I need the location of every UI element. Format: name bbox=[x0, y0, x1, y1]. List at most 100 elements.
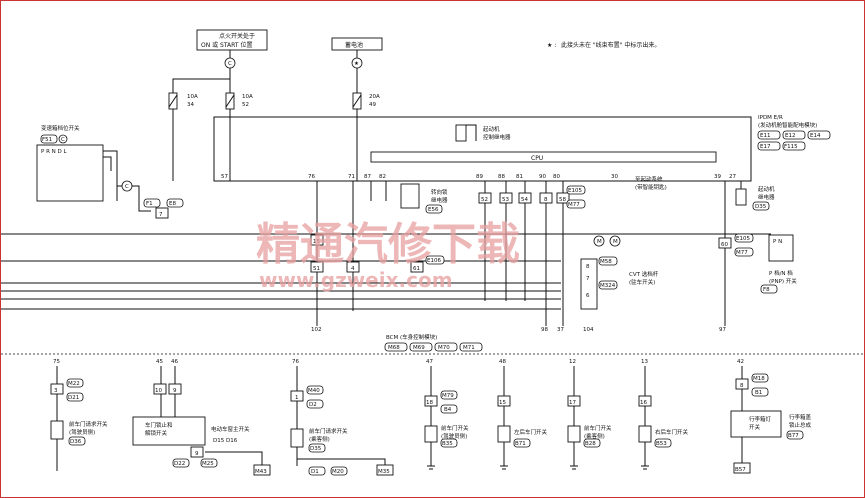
svg-text:M43: M43 bbox=[255, 469, 267, 475]
svg-text:E17: E17 bbox=[760, 144, 771, 150]
svg-text:E14: E14 bbox=[810, 133, 821, 139]
svg-text:行李箱灯: 行李箱灯 bbox=[749, 415, 772, 423]
svg-text:M71: M71 bbox=[463, 345, 475, 351]
svg-text:M18: M18 bbox=[753, 376, 765, 382]
svg-text:82: 82 bbox=[379, 174, 386, 180]
svg-text:45: 45 bbox=[156, 359, 163, 365]
svg-text:18: 18 bbox=[426, 400, 433, 406]
svg-text:F1: F1 bbox=[146, 201, 153, 207]
svg-text:90: 90 bbox=[539, 174, 546, 180]
battery-label: 蓄电池 bbox=[345, 41, 363, 49]
svg-text:12: 12 bbox=[569, 359, 576, 365]
svg-text:37: 37 bbox=[557, 327, 564, 333]
svg-text:61: 61 bbox=[413, 266, 420, 272]
svg-text:解锁开关: 解锁开关 bbox=[145, 429, 168, 437]
pnp-switch bbox=[768, 234, 794, 262]
svg-text:D35: D35 bbox=[310, 446, 322, 452]
svg-text:M68: M68 bbox=[388, 345, 400, 351]
svg-text:M: M bbox=[597, 239, 602, 245]
svg-text:97: 97 bbox=[719, 327, 726, 333]
note-marker: ★ : bbox=[547, 42, 556, 49]
note-text: 此接头未在 "线束布置" 中标示出来。 bbox=[561, 41, 660, 49]
svg-text:变速箱档位开关: 变速箱档位开关 bbox=[41, 124, 80, 132]
pin-boxes: 52 53 54 8 58 15 51 4 61 60 bbox=[310, 192, 732, 273]
svg-text:前车门请求开关: 前车门请求开关 bbox=[309, 427, 348, 435]
svg-text:D35: D35 bbox=[755, 204, 767, 210]
svg-text:M69: M69 bbox=[413, 345, 425, 351]
svg-text:前车门请求开关: 前车门请求开关 bbox=[69, 420, 108, 428]
svg-text:16: 16 bbox=[640, 400, 647, 406]
svg-text:42: 42 bbox=[737, 359, 744, 365]
svg-text:(发动机舱智能配电模块): (发动机舱智能配电模块) bbox=[758, 121, 817, 129]
svg-text:8: 8 bbox=[586, 264, 590, 270]
svg-text:CVT 选档杆: CVT 选档杆 bbox=[629, 270, 659, 278]
svg-text:104: 104 bbox=[583, 327, 594, 333]
svg-text:75: 75 bbox=[53, 359, 60, 365]
switch-rear-left: 左后车门开关 B71 bbox=[497, 425, 548, 448]
svg-text:(乘客侧): (乘客侧) bbox=[309, 435, 330, 443]
ignition-state: ON 或 START 位置 bbox=[201, 41, 252, 49]
svg-text:P 档/N 档: P 档/N 档 bbox=[769, 269, 793, 277]
svg-text:车门锁止和: 车门锁止和 bbox=[145, 421, 173, 429]
svg-text:53: 53 bbox=[502, 197, 509, 203]
svg-text:58: 58 bbox=[559, 197, 566, 203]
wire-numbers: 57 76 71 87 82 89 88 81 90 80 30 39 27 bbox=[221, 174, 736, 180]
svg-text:M70: M70 bbox=[438, 345, 450, 351]
svg-text:前车门开关: 前车门开关 bbox=[584, 424, 612, 432]
switch-driver-request: 前车门请求开关 (驾驶员侧) D36 bbox=[50, 420, 108, 446]
svg-text:48: 48 bbox=[499, 359, 506, 365]
cvt-park-switch bbox=[580, 258, 598, 310]
steering-lock-relay bbox=[400, 183, 420, 209]
svg-text:9: 9 bbox=[195, 451, 199, 457]
svg-text:30: 30 bbox=[611, 174, 618, 180]
svg-text:M79: M79 bbox=[442, 393, 454, 399]
svg-text:D36: D36 bbox=[70, 439, 82, 445]
svg-text:M77: M77 bbox=[736, 250, 748, 256]
trans-range-switch: 变速箱档位开关 F51 C P R N D L bbox=[36, 124, 118, 202]
svg-text:8: 8 bbox=[544, 197, 548, 203]
svg-text:(PNP) 开关: (PNP) 开关 bbox=[769, 277, 797, 285]
watermark-url: www.gzweix.com bbox=[259, 268, 453, 292]
svg-text:F115: F115 bbox=[784, 144, 798, 150]
svg-text:左后车门开关: 左后车门开关 bbox=[514, 428, 548, 436]
svg-text:C: C bbox=[125, 184, 129, 190]
svg-text:M: M bbox=[613, 239, 618, 245]
svg-text:D15 D16: D15 D16 bbox=[213, 438, 238, 444]
svg-text:81: 81 bbox=[516, 174, 523, 180]
cpu-label: CPU bbox=[531, 155, 543, 162]
svg-text:IPDM E/R: IPDM E/R bbox=[758, 115, 783, 121]
svg-text:20A: 20A bbox=[369, 94, 380, 100]
svg-text:C: C bbox=[61, 137, 65, 143]
svg-text:★: ★ bbox=[354, 61, 359, 67]
svg-text:15: 15 bbox=[499, 400, 506, 406]
svg-text:P N: P N bbox=[773, 239, 782, 245]
svg-text:10A: 10A bbox=[242, 94, 253, 100]
svg-text:80: 80 bbox=[553, 174, 560, 180]
svg-text:57: 57 bbox=[221, 174, 228, 180]
svg-text:71: 71 bbox=[348, 174, 355, 180]
svg-text:E105: E105 bbox=[736, 236, 750, 242]
starter-relay bbox=[735, 188, 747, 206]
svg-text:6: 6 bbox=[586, 293, 590, 299]
trunk-lamp-switch: 行李箱灯 开关 行李箱盖 锁止总成 B77 B57 bbox=[730, 410, 812, 474]
svg-text:锁止总成: 锁止总成 bbox=[789, 421, 812, 429]
svg-text:M77: M77 bbox=[568, 202, 580, 208]
svg-text:(驻车开关): (驻车开关) bbox=[629, 278, 655, 286]
svg-text:M22: M22 bbox=[68, 381, 80, 387]
svg-text:F51: F51 bbox=[42, 137, 52, 143]
svg-text:继电器: 继电器 bbox=[431, 196, 448, 204]
svg-text:转向锁: 转向锁 bbox=[431, 188, 448, 196]
svg-text:(驾驶员侧): (驾驶员侧) bbox=[441, 432, 467, 440]
svg-text:M35: M35 bbox=[378, 469, 390, 475]
svg-text:98: 98 bbox=[541, 327, 548, 333]
svg-text:B4: B4 bbox=[444, 407, 452, 413]
svg-text:B71: B71 bbox=[515, 441, 526, 447]
svg-text:52: 52 bbox=[481, 197, 488, 203]
svg-text:7: 7 bbox=[159, 212, 163, 218]
svg-text:前车门开关: 前车门开关 bbox=[441, 424, 469, 432]
svg-text:P R N D L: P R N D L bbox=[41, 149, 67, 155]
svg-text:47: 47 bbox=[426, 359, 433, 365]
